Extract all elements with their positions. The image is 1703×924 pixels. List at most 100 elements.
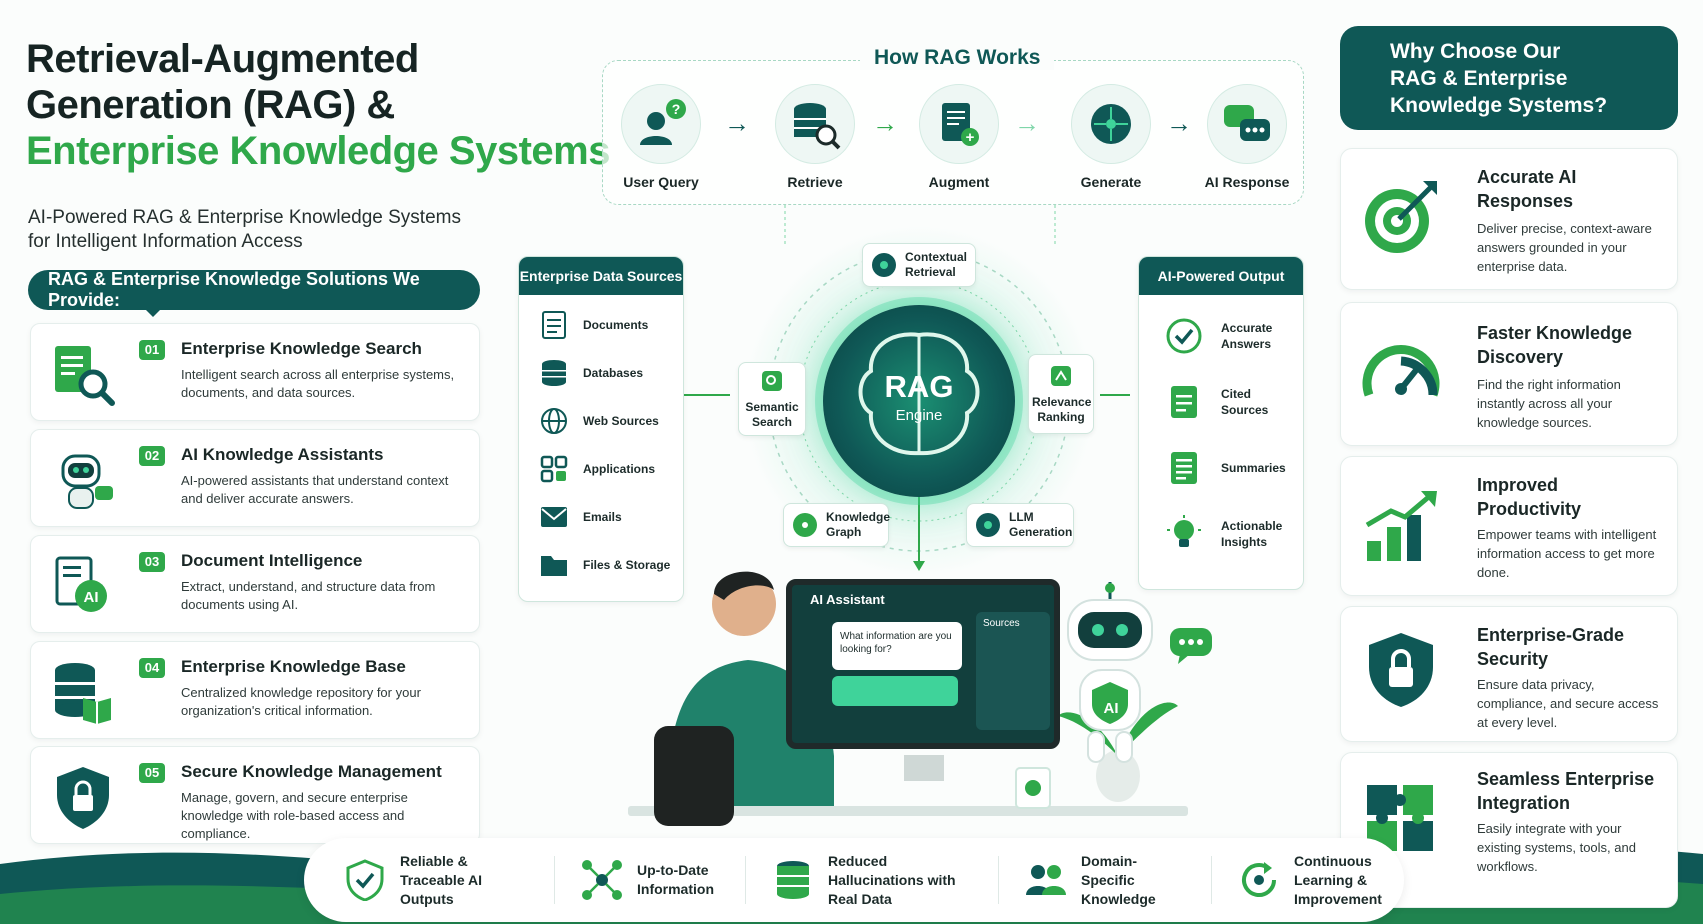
why-card[interactable]: Improved Productivity Empower teams with…: [1340, 456, 1678, 596]
database-book-icon: [55, 663, 111, 724]
solutions-heading: RAG & Enterprise Knowledge Solutions We …: [28, 269, 480, 310]
document-plus-icon: +: [942, 103, 979, 146]
benefit-item: Domain-Specific Knowledge: [1025, 853, 1212, 907]
why-title: Faster Knowledge Discovery: [1477, 323, 1633, 367]
solution-desc: AI-powered assistants that understand co…: [181, 473, 449, 506]
source-item[interactable]: Files & Storage: [519, 541, 683, 589]
summary-icon: [1171, 452, 1197, 484]
engine-name: RAG: [884, 369, 954, 404]
chip-semantic-search: Semantic Search: [738, 362, 806, 436]
assistant-sources-panel: [976, 612, 1050, 730]
assistant-title: AI Assistant: [810, 592, 885, 607]
solution-title: Secure Knowledge Management: [181, 762, 442, 781]
graph-icon: [793, 513, 817, 537]
why-desc: Empower teams with intelligent informati…: [1477, 527, 1657, 580]
why-desc: Easily integrate with your existing syst…: [1477, 821, 1636, 874]
engine-sub: Engine: [895, 407, 943, 424]
why-choose-heading: Why Choose Our RAG & Enterprise Knowledg…: [1340, 26, 1678, 130]
benefit-item: Reduced Hallucinations with Real Data: [772, 853, 999, 907]
assistant-sources-label: Sources: [983, 618, 1020, 629]
chip-relevance-ranking: Relevance Ranking: [1028, 354, 1094, 434]
document-search-icon: [55, 346, 115, 406]
solution-card[interactable]: 04 Enterprise Knowledge Base Centralized…: [30, 641, 480, 739]
network-icon: [582, 860, 622, 900]
why-title: Enterprise-Grade Security: [1477, 625, 1625, 669]
ranking-icon: [1051, 366, 1071, 386]
solution-desc: Intelligent search across all enterprise…: [181, 367, 455, 400]
page-subtitle: AI-Powered RAG & Enterprise Knowledge Sy…: [28, 207, 461, 252]
robot-badge: AI: [1103, 700, 1119, 717]
source-item[interactable]: Web Sources: [519, 397, 683, 445]
data-sources-title: Enterprise Data Sources: [519, 257, 683, 295]
solution-card[interactable]: 05 Secure Knowledge Management Manage, g…: [30, 746, 480, 844]
shield-lock-icon: [57, 767, 109, 829]
solution-number: 05: [139, 763, 165, 783]
why-desc: Find the right information instantly acr…: [1477, 377, 1621, 430]
why-card[interactable]: Accurate AI Responses Deliver precise, c…: [1340, 148, 1678, 290]
chip-knowledge-graph: Knowledge Graph: [783, 503, 890, 547]
why-desc: Deliver precise, context-aware answers g…: [1477, 221, 1652, 274]
solution-number: 02: [139, 446, 165, 466]
solution-number: 04: [139, 658, 165, 678]
output-title: AI-Powered Output: [1139, 257, 1303, 295]
flow-arrow: →: [1014, 108, 1040, 138]
user-question-icon: ?: [640, 99, 686, 145]
output-item[interactable]: Cited Sources: [1139, 369, 1303, 435]
source-item[interactable]: Documents: [519, 301, 683, 349]
why-card[interactable]: Faster Knowledge Discovery Find the righ…: [1340, 302, 1678, 446]
svg-text:?: ?: [672, 101, 681, 117]
solution-title: Document Intelligence: [181, 551, 363, 570]
output-item[interactable]: Summaries: [1139, 435, 1303, 501]
how-rag-works-title: How RAG Works: [860, 46, 1055, 70]
monitor-stand: [904, 755, 944, 781]
step-user-query: ? User Query: [618, 84, 704, 190]
source-item[interactable]: Emails: [519, 493, 683, 541]
output-panel: AI-Powered Output Accurate Answers Cited…: [1138, 256, 1304, 590]
why-title: Seamless Enterprise Integration: [1477, 769, 1655, 813]
benefit-item: Continuous Learning & Improvement: [1238, 853, 1450, 907]
solution-card[interactable]: AI 03 Document Intelligence Extract, und…: [30, 535, 480, 633]
benefits-bar: Reliable & Traceable AI Outputs Up-to-Da…: [304, 838, 1404, 922]
growth-chart-icon: [1365, 491, 1437, 561]
globe-icon: [541, 408, 567, 434]
source-item[interactable]: Databases: [519, 349, 683, 397]
rag-engine-core: RAG Engine: [823, 305, 1015, 497]
folder-icon: [541, 556, 567, 576]
solution-number: 03: [139, 552, 165, 572]
semantic-search-icon: [762, 371, 782, 391]
solution-desc: Centralized knowledge repository for you…: [181, 685, 421, 718]
cited-document-icon: [1171, 386, 1197, 418]
speedometer-icon: [1362, 345, 1440, 397]
svg-text:+: +: [966, 129, 975, 146]
brain-icon: [858, 332, 980, 456]
solutions-heading-pointer: [145, 309, 161, 317]
output-item[interactable]: Accurate Answers: [1139, 303, 1303, 369]
flow-arrow: →: [1166, 108, 1192, 138]
solution-desc: Extract, understand, and structure data …: [181, 579, 436, 612]
benefit-item: Up-to-Date Information: [581, 856, 746, 904]
source-item[interactable]: Applications: [519, 445, 683, 493]
why-title: Improved Productivity: [1477, 475, 1582, 519]
flow-arrow: →: [724, 108, 750, 138]
solution-card[interactable]: 02 AI Knowledge Assistants AI-powered as…: [30, 429, 480, 527]
shield-lock-icon: [1369, 633, 1433, 707]
ai-document-icon: AI: [55, 556, 107, 612]
output-item[interactable]: Actionable Insights: [1139, 501, 1303, 567]
why-card[interactable]: Enterprise-Grade Security Ensure data pr…: [1340, 606, 1678, 742]
llm-icon: [976, 513, 1000, 537]
step-augment: + Augment: [916, 84, 1002, 190]
lightbulb-icon: [1167, 515, 1201, 547]
shield-check-icon: [346, 859, 384, 901]
benefit-item: Reliable & Traceable AI Outputs: [344, 853, 555, 907]
step-retrieve: Retrieve: [772, 84, 858, 190]
robot-assistant: [1067, 582, 1153, 763]
page-title-highlight: Enterprise Knowledge Systems: [26, 129, 610, 173]
chat-bubbles-icon: [1224, 105, 1270, 141]
assistant-question-bubble: What information are you looking for?: [832, 622, 962, 670]
solution-title: Enterprise Knowledge Base: [181, 657, 406, 676]
solution-card[interactable]: 01 Enterprise Knowledge Search Intellige…: [30, 323, 480, 421]
robot-assistant-icon: [61, 454, 113, 509]
check-circle-icon: [1166, 318, 1202, 354]
database-search-icon: [794, 103, 841, 150]
brain-circuit-icon: [872, 253, 896, 277]
